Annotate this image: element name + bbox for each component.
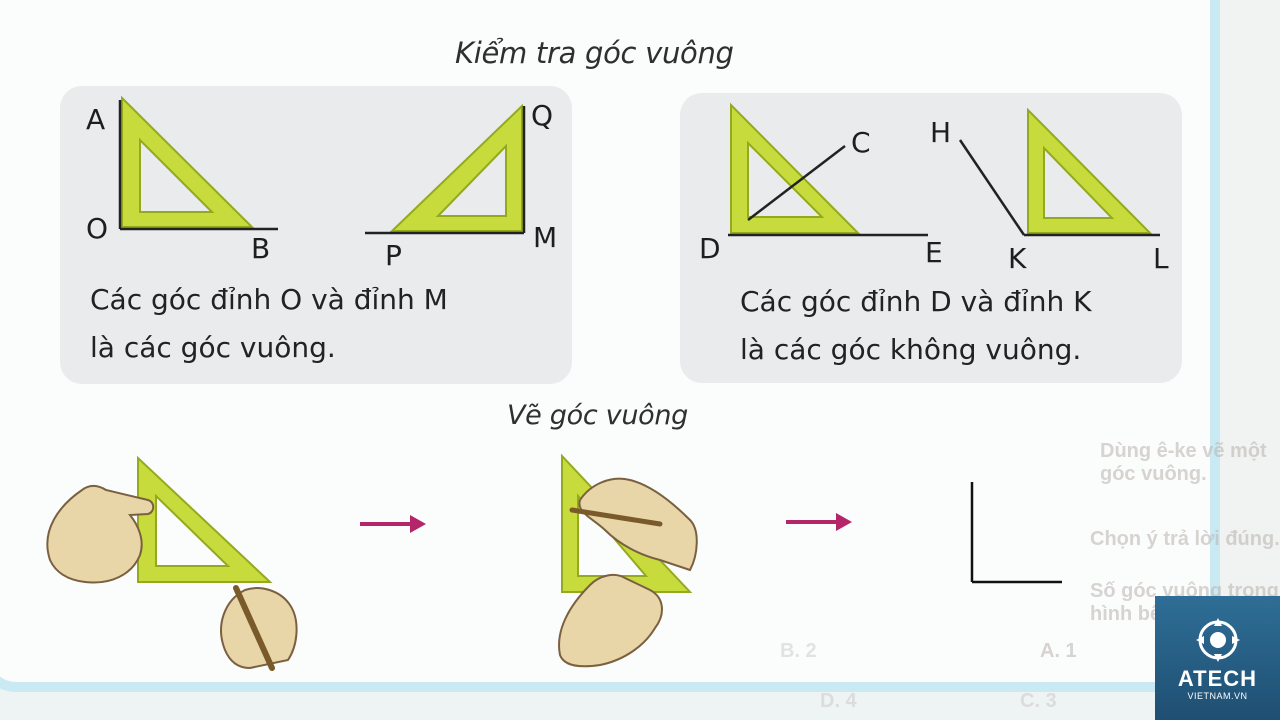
hand-top-icon (578, 477, 698, 572)
pencil-2-icon (569, 507, 663, 527)
ghost-text-1: Dùng ê-ke vẽ một góc vuông. (1100, 440, 1267, 485)
hand-pencil-icon (220, 587, 298, 670)
right-caption-line-1: Các góc đỉnh D và đỉnh K (740, 285, 1092, 318)
left-caption-line-2: là các góc vuông. (90, 331, 336, 364)
ghost-option-b: B. 2 (780, 640, 817, 662)
right-caption: Các góc đỉnh D và đỉnh K là các góc khôn… (740, 278, 1092, 374)
label-o: O (86, 212, 109, 245)
label-k: K (1008, 242, 1027, 275)
right-caption-line-2: là các góc không vuông. (740, 333, 1082, 366)
step-arrow-1 (360, 515, 426, 533)
label-l: L (1153, 242, 1169, 275)
left-caption: Các góc đỉnh O và đỉnh M là các góc vuôn… (90, 276, 448, 372)
drawn-right-angle (970, 482, 1062, 584)
set-square-k (1027, 107, 1153, 234)
heading-check-right-angle: Kiểm tra góc vuông (455, 36, 734, 70)
angle-d-lines (728, 145, 928, 237)
label-b: B (251, 232, 271, 265)
hand-left-icon (46, 484, 155, 584)
label-h: H (930, 116, 952, 149)
label-e: E (925, 236, 943, 269)
label-q: Q (531, 99, 554, 132)
angle-m-lines (365, 106, 526, 235)
ghost-option-c: C. 3 (1020, 690, 1057, 712)
atech-logo-icon (1196, 618, 1240, 662)
set-square-d (730, 102, 861, 234)
logo-subtitle: VIETNAM.VN (1187, 691, 1248, 701)
logo-name: ATECH (1177, 666, 1258, 691)
label-p: P (385, 239, 402, 272)
label-d: D (699, 232, 721, 265)
atech-logo[interactable]: ATECH VIETNAM.VN (1155, 596, 1280, 720)
ghost-option-a: A. 1 (1040, 640, 1077, 662)
left-caption-line-1: Các góc đỉnh O và đỉnh M (90, 283, 448, 316)
label-m: M (533, 221, 558, 254)
set-square-o (121, 95, 255, 228)
angle-k-lines (958, 139, 1160, 237)
pencil-icon (233, 585, 275, 671)
step-arrow-2 (786, 513, 852, 531)
label-a: A (86, 103, 106, 136)
ghost-text-2: Chọn ý trả lời đúng. (1090, 528, 1280, 550)
draw-step-2 (558, 453, 698, 668)
heading-draw-right-angle: Vẽ góc vuông (507, 400, 689, 431)
hand-bottom-icon (558, 573, 663, 668)
draw-step-1 (46, 455, 298, 671)
angle-o-lines (118, 100, 278, 231)
set-square-m (389, 103, 523, 232)
label-c: C (851, 126, 871, 159)
ghost-option-d: D. 4 (820, 690, 857, 712)
